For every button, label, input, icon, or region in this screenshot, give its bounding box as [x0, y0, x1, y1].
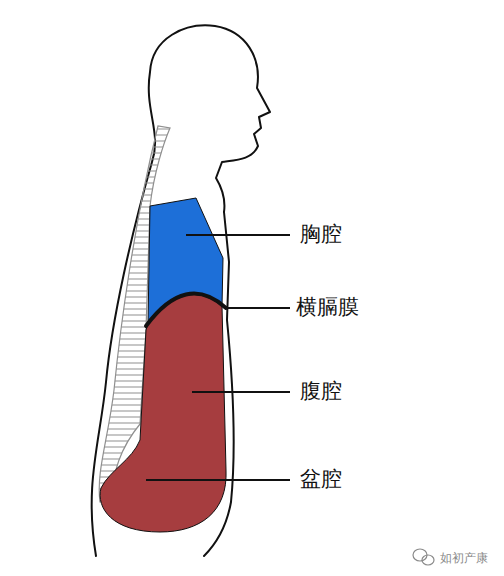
- cavity-label: 盆腔: [300, 467, 342, 492]
- diaphragm-label: 横膈膜: [296, 295, 359, 320]
- body-outline: [92, 25, 270, 556]
- leader-line: [192, 391, 290, 393]
- diaphragm: [146, 294, 226, 326]
- cavity-label: 胸腔: [300, 222, 342, 247]
- watermark-icon: [413, 549, 434, 565]
- leader-line: [146, 479, 290, 481]
- watermark: 如初产康: [440, 551, 488, 565]
- abdominal-pelvic-cavity: [100, 294, 226, 532]
- cavity-label: 腹腔: [300, 379, 342, 404]
- leader-line: [186, 234, 290, 236]
- leader-line: [224, 307, 290, 309]
